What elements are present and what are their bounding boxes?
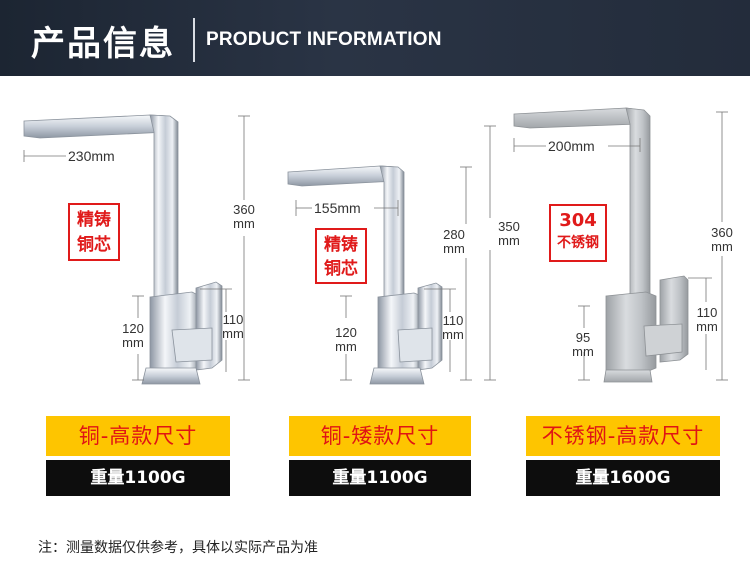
material-badge-2: 精铸 铜芯 bbox=[315, 228, 367, 284]
base-number-2: 120 bbox=[335, 325, 357, 340]
base-number-1: 120 bbox=[122, 321, 144, 336]
body-unit-1: mm bbox=[222, 326, 244, 341]
header-banner: 产品信息 PRODUCT INFORMATION bbox=[0, 0, 750, 76]
height-number-1: 360 bbox=[233, 202, 255, 217]
page-title: 产品信息 bbox=[31, 24, 175, 64]
base-height-3: 95 mm bbox=[566, 331, 600, 359]
total-unit-3: mm bbox=[498, 233, 520, 248]
body-number-2: 110 bbox=[442, 313, 464, 328]
measurement-note: 注：测量数据仅供参考，具体以实际产品为准 bbox=[38, 540, 318, 556]
body-unit-2: mm bbox=[442, 327, 464, 342]
height-number-3: 360 bbox=[711, 225, 733, 240]
page-subtitle: PRODUCT INFORMATION bbox=[206, 29, 442, 50]
faucet-2-drawing bbox=[287, 165, 472, 385]
base-unit-3: mm bbox=[572, 344, 594, 359]
height-number-2: 280 bbox=[443, 227, 465, 242]
base-unit-2: mm bbox=[335, 339, 357, 354]
badge-3-line-1: 304 bbox=[559, 210, 597, 231]
category-label-1: 铜-高款尺寸 bbox=[46, 416, 230, 456]
spout-length-3: 200mm bbox=[548, 138, 595, 154]
body-height-3: 110 mm bbox=[690, 306, 724, 334]
weight-label-2: 重量1100G bbox=[289, 460, 471, 496]
height-unit-3: mm bbox=[711, 239, 733, 254]
base-unit-1: mm bbox=[122, 335, 144, 350]
base-height-2: 120 mm bbox=[329, 326, 363, 354]
weight-label-3: 重量1600G bbox=[526, 460, 720, 496]
badge-3-line-2: 不锈钢 bbox=[557, 235, 599, 251]
category-label-3: 不锈钢-高款尺寸 bbox=[526, 416, 720, 456]
badge-2-line-2: 铜芯 bbox=[324, 259, 358, 279]
faucet-1-drawing bbox=[23, 114, 250, 385]
body-unit-3: mm bbox=[696, 319, 718, 334]
category-label-2: 铜-矮款尺寸 bbox=[289, 416, 471, 456]
base-number-3: 95 bbox=[575, 330, 591, 345]
badge-1-line-2: 铜芯 bbox=[77, 235, 111, 255]
spout-length-2: 155mm bbox=[314, 200, 361, 216]
weight-label-1: 重量1100G bbox=[46, 460, 230, 496]
height-value-3: 360 mm bbox=[704, 226, 740, 254]
body-height-1: 110 mm bbox=[216, 313, 250, 341]
spout-length-1: 230mm bbox=[68, 148, 115, 164]
body-number-1: 110 bbox=[222, 312, 244, 327]
material-badge-3: 304 不锈钢 bbox=[549, 204, 607, 262]
height-value-1: 360 mm bbox=[226, 203, 262, 231]
height-value-2: 280 mm bbox=[436, 228, 472, 256]
faucet-illustrations bbox=[23, 107, 728, 385]
body-height-2: 110 mm bbox=[436, 314, 470, 342]
badge-2-line-1: 精铸 bbox=[324, 235, 358, 255]
body-number-3: 110 bbox=[696, 305, 718, 320]
height-unit-2: mm bbox=[443, 241, 465, 256]
base-height-1: 120 mm bbox=[116, 322, 150, 350]
height-unit-1: mm bbox=[233, 216, 255, 231]
faucet-3-drawing bbox=[484, 107, 728, 383]
total-number-3: 350 bbox=[498, 219, 520, 234]
total-height-3: 350 mm bbox=[492, 220, 526, 248]
badge-1-line-1: 精铸 bbox=[77, 210, 111, 230]
material-badge-1: 精铸 铜芯 bbox=[68, 203, 120, 261]
header-divider bbox=[193, 18, 195, 62]
